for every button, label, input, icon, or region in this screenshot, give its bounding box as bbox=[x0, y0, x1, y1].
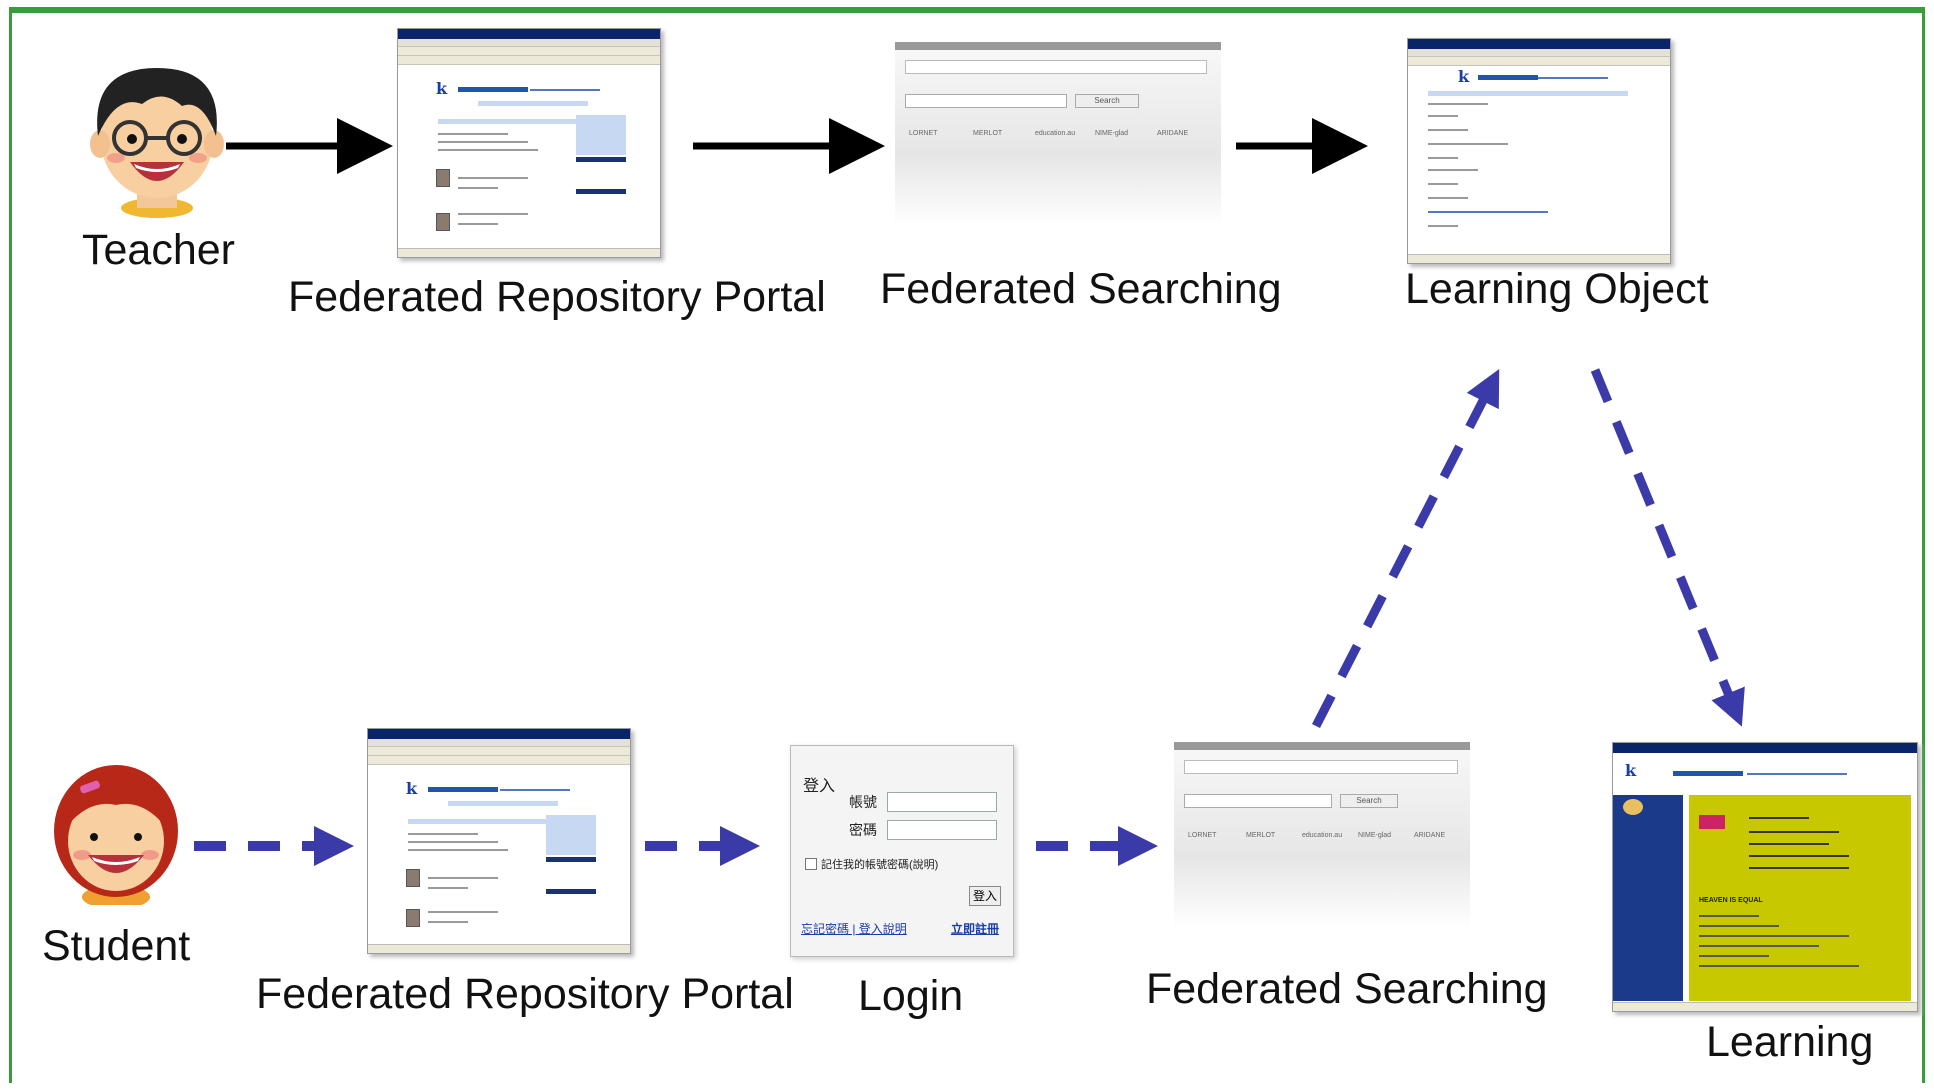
learning-object-label: Learning Object bbox=[1405, 265, 1709, 313]
diagram-frame bbox=[9, 7, 1925, 1083]
remember-checkbox[interactable] bbox=[805, 858, 817, 870]
login-title: 登入 bbox=[803, 778, 836, 795]
password-field[interactable] bbox=[887, 820, 997, 840]
searching-label-student: Federated Searching bbox=[1146, 965, 1548, 1013]
repo-aridane[interactable]: ARIDANE bbox=[1157, 130, 1189, 137]
repo-aridane-student[interactable]: ARIDANE bbox=[1414, 832, 1446, 839]
account-label: 帳號 bbox=[849, 794, 877, 810]
forgot-password-link[interactable]: 忘記密碼 | 登入說明 bbox=[801, 922, 907, 936]
login-submit-button[interactable]: 登入 bbox=[969, 886, 1001, 906]
remember-label: 記住我的帳號密碼(說明) bbox=[821, 859, 939, 871]
teacher-avatar bbox=[90, 68, 224, 218]
arrow-searching-to-learning-object bbox=[1311, 368, 1500, 729]
student-avatar bbox=[54, 765, 178, 905]
search-button-student[interactable]: Search bbox=[1340, 794, 1398, 808]
learning-content-panel: HEAVEN IS EQUAL bbox=[1689, 795, 1911, 1001]
register-link[interactable]: 立即註冊 bbox=[951, 922, 1000, 936]
learning-sidebar bbox=[1613, 795, 1683, 1001]
repo-education-au-student[interactable]: education.au bbox=[1302, 832, 1343, 839]
repo-merlot-student[interactable]: MERLOT bbox=[1246, 832, 1276, 839]
learning-screenshot: k HEAVEN IS EQUAL bbox=[1612, 742, 1918, 1012]
search-button[interactable]: Search bbox=[1075, 94, 1139, 108]
learning-label: Learning bbox=[1706, 1018, 1874, 1066]
learning-object-screenshot: k bbox=[1407, 38, 1671, 264]
repo-lornet[interactable]: LORNET bbox=[909, 130, 938, 137]
portal-label-student: Federated Repository Portal bbox=[256, 970, 794, 1018]
teacher-label: Teacher bbox=[82, 226, 235, 274]
learning-heading: HEAVEN IS EQUAL bbox=[1699, 897, 1763, 904]
repo-lornet-student[interactable]: LORNET bbox=[1188, 832, 1217, 839]
repo-nime-glad-student[interactable]: NIME-glad bbox=[1358, 832, 1392, 839]
portal-screenshot-student: k bbox=[367, 728, 631, 954]
search-screenshot-student: Search LORNET MERLOT education.au NIME-g… bbox=[1174, 742, 1470, 928]
portal-label-teacher: Federated Repository Portal bbox=[288, 273, 826, 321]
search-screenshot-teacher: Search LORNET MERLOT education.au NIME-g… bbox=[895, 42, 1221, 226]
repo-nime-glad[interactable]: NIME-glad bbox=[1095, 130, 1129, 137]
portal-screenshot-teacher: k bbox=[397, 28, 661, 258]
student-label: Student bbox=[42, 922, 191, 970]
searching-label-teacher: Federated Searching bbox=[880, 265, 1282, 313]
login-label: Login bbox=[858, 972, 964, 1020]
repo-merlot[interactable]: MERLOT bbox=[973, 130, 1003, 137]
login-screenshot: 登入 帳號 密碼 記住我的帳號密碼(說明) 登入 忘記密碼 | 登入說明 立即註… bbox=[790, 745, 1014, 957]
repo-education-au[interactable]: education.au bbox=[1035, 130, 1076, 137]
arrow-learning-object-to-learning bbox=[1590, 368, 1745, 727]
account-field[interactable] bbox=[887, 792, 997, 812]
password-label: 密碼 bbox=[849, 822, 877, 838]
